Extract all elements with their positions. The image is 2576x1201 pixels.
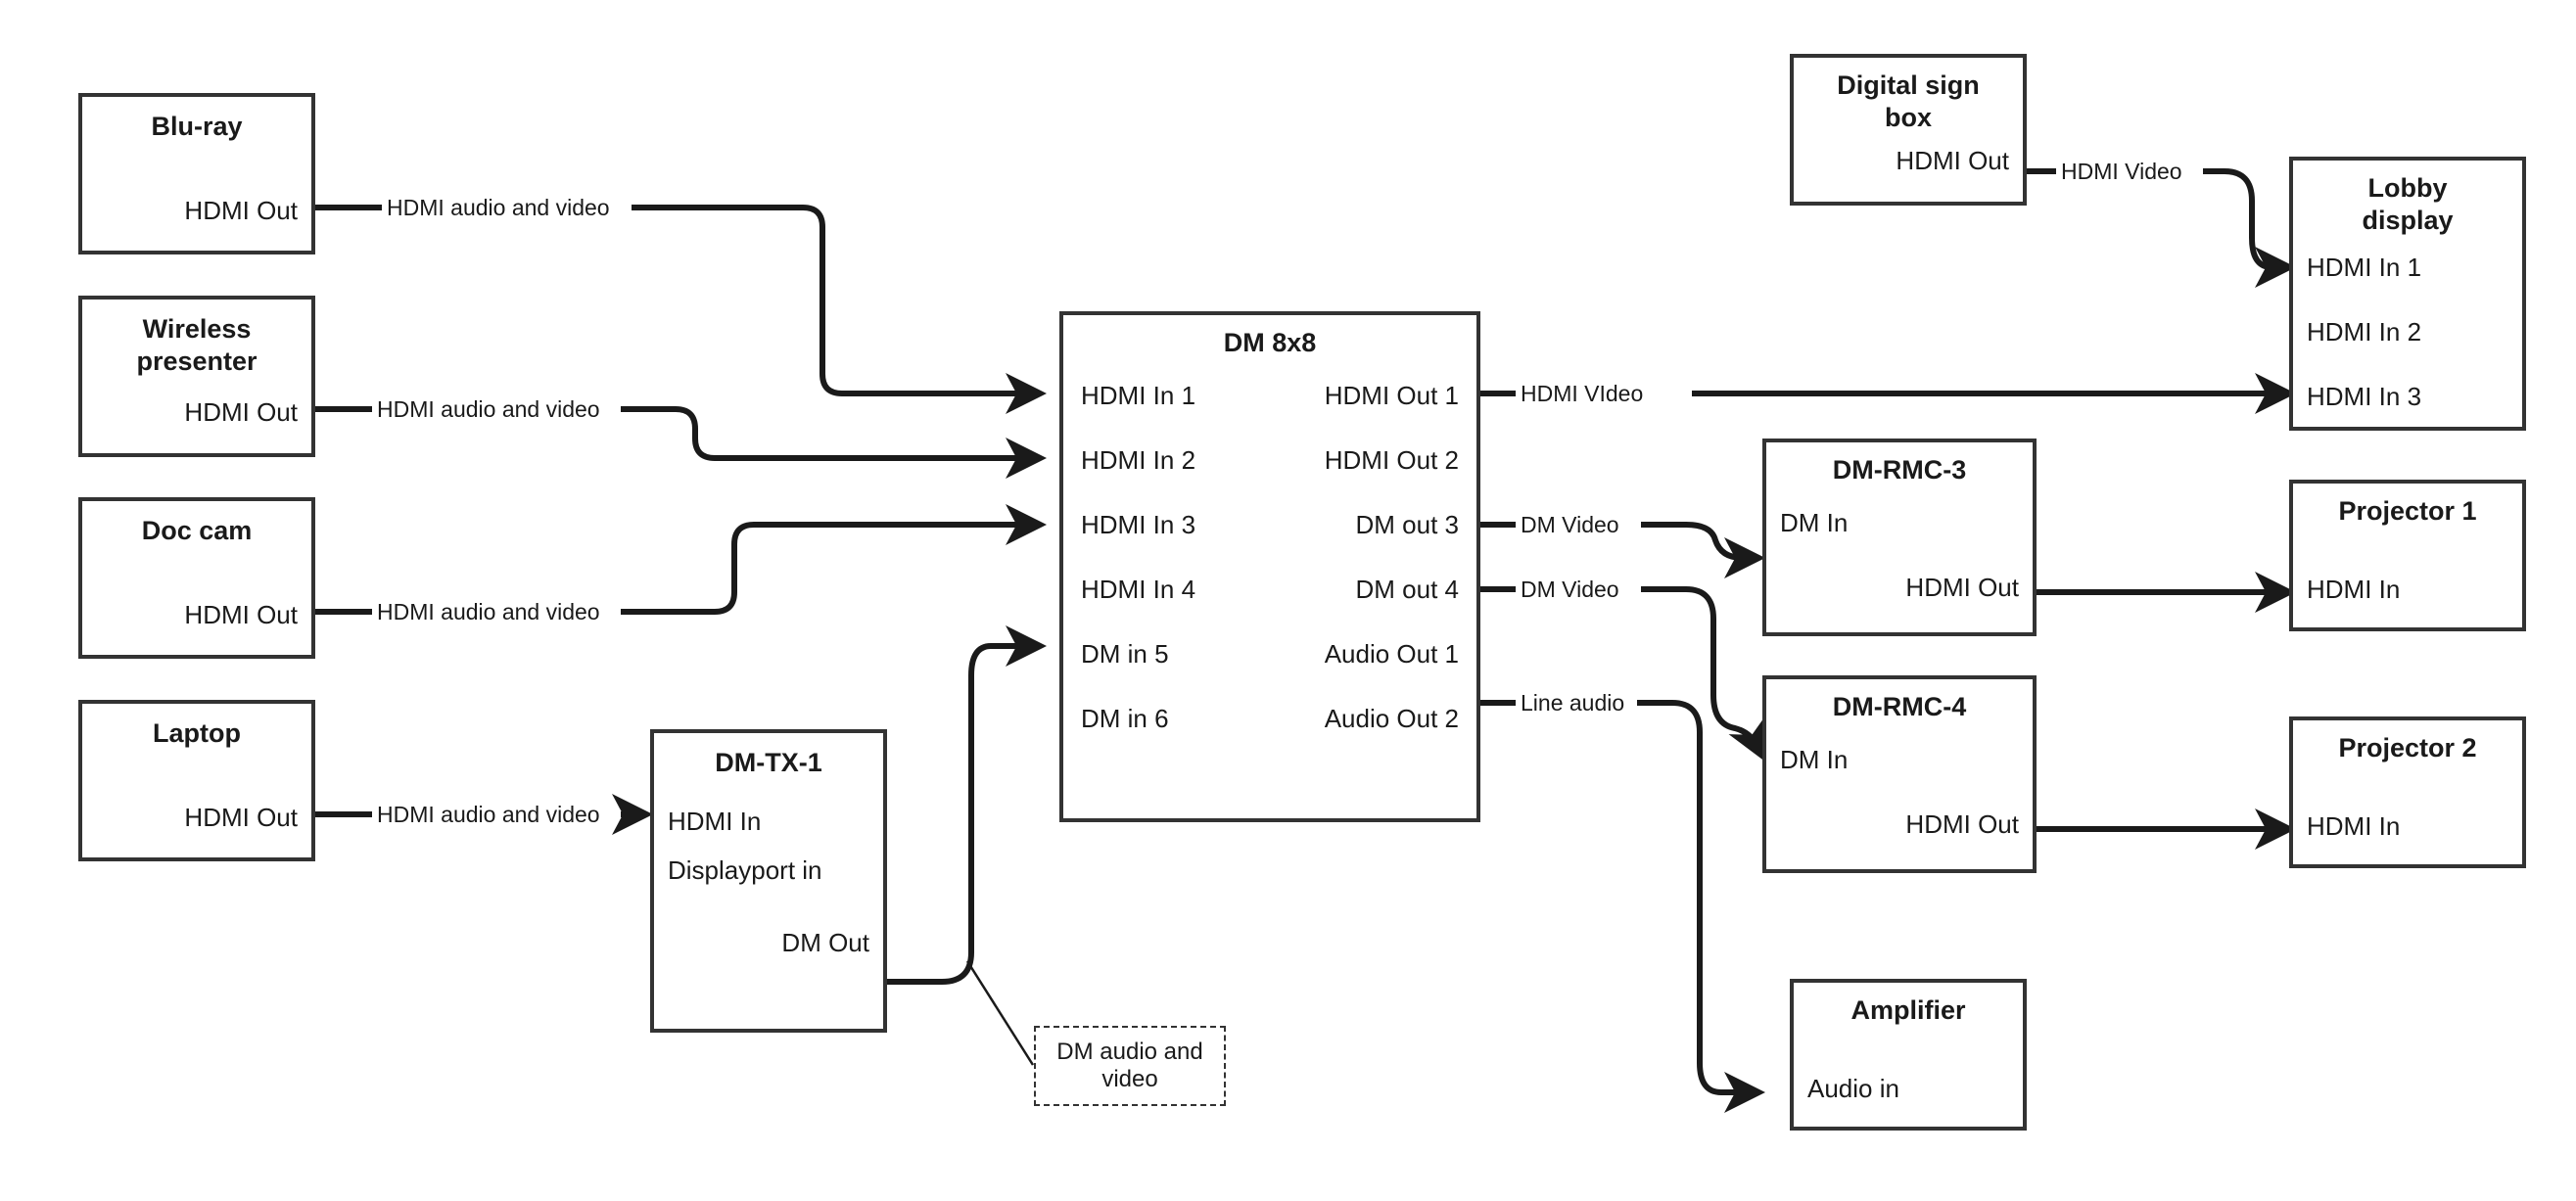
node-digital-sign-box[interactable]: Digital sign box HDMI Out [1790,54,2027,206]
node-wireless-presenter-title-line1: Wireless [142,314,252,344]
wire-label-doccam-to-hdmi-in-3: HDMI audio and video [372,599,605,624]
node-bluray-port-hdmi-out: HDMI Out [184,196,298,225]
node-dm-tx-1-port-dm-out: DM Out [781,928,869,957]
node-dm-tx-1-port-displayport-in: Displayport in [668,855,822,885]
node-doc-cam[interactable]: Doc cam HDMI Out [78,497,315,659]
wire-bluray-to-hdmi-in-1 [315,205,1040,393]
node-dm-rmc-4-port-hdmi-out: HDMI Out [1905,809,2019,839]
node-digital-sign-box-title-line2: box [1884,103,1932,132]
node-dm-8x8-output-dm-out-3: DM out 3 [1355,510,1460,539]
node-dm-8x8-output-dm-out-4: DM out 4 [1355,575,1460,604]
node-dm-8x8-input-hdmi-in-1: HDMI In 1 [1081,381,1196,410]
node-amplifier-port-audio-in: Audio in [1807,1074,1899,1103]
node-dm-8x8-title: DM 8x8 [1223,328,1317,357]
node-lobby-display-title-line2: display [2362,206,2454,235]
node-lobby-display-title-line1: Lobby [2367,173,2448,203]
wire-label-dmout4-to-dmrmc4: DM Video [1516,577,1624,602]
node-wireless-presenter[interactable]: Wireless presenter HDMI Out [78,296,315,457]
node-projector-2-port-hdmi-in: HDMI In [2307,811,2401,841]
wire-label-sign-to-lobby: HDMI Video [2056,159,2187,184]
node-dm-8x8-output-audio-out-2: Audio Out 2 [1324,704,1459,733]
node-dm-8x8-input-dm-in-6: DM in 6 [1081,704,1169,733]
wire-audioout1-to-amplifier [1480,700,1758,1092]
wire-label-wireless-to-hdmi-in-2: HDMI audio and video [372,396,605,422]
node-dm-rmc-4-port-dm-in: DM In [1780,745,1849,774]
node-dm-8x8-input-dm-in-5: DM in 5 [1081,639,1169,669]
node-projector-1-port-hdmi-in: HDMI In [2307,575,2401,604]
annotation-dm-audio-and-video: DM audio and video [1034,1026,1226,1106]
node-projector-1[interactable]: Projector 1 HDMI In [2289,480,2526,631]
node-digital-sign-box-title-line1: Digital sign [1837,70,1980,100]
wire-sign-to-lobby-hdmi-in-1 [2027,168,2289,267]
node-dm-8x8-output-hdmi-out-2: HDMI Out 2 [1324,445,1459,475]
node-projector-2[interactable]: Projector 2 HDMI In [2289,716,2526,868]
node-dm-tx-1-port-hdmi-in: HDMI In [668,807,762,836]
node-dm-tx-1[interactable]: DM-TX-1 HDMI In Displayport in DM Out [650,729,887,1033]
node-dm-8x8-input-hdmi-in-3: HDMI In 3 [1081,510,1196,539]
node-doc-cam-port-hdmi-out: HDMI Out [184,600,298,629]
node-dm-8x8-input-hdmi-in-4: HDMI In 4 [1081,575,1196,604]
node-dm-rmc-4[interactable]: DM-RMC-4 DM In HDMI Out [1762,675,2037,873]
node-laptop-port-hdmi-out: HDMI Out [184,803,298,832]
node-lobby-display-input-hdmi-in-3: HDMI In 3 [2307,382,2422,411]
node-dm-tx-1-title: DM-TX-1 [715,748,822,777]
node-dm-rmc-3-port-dm-in: DM In [1780,508,1849,537]
node-bluray-title: Blu-ray [151,112,243,141]
node-dm-rmc-3-title: DM-RMC-3 [1832,455,1967,485]
leader-line-dm-audio-video [965,960,1035,1066]
node-dm-rmc-4-title: DM-RMC-4 [1832,692,1967,721]
wire-label-audioout1-to-amplifier: Line audio [1516,690,1630,716]
wire-label-bluray-to-hdmi-in-1: HDMI audio and video [382,195,615,220]
node-wireless-presenter-title-line2: presenter [136,346,258,376]
node-amplifier-title: Amplifier [1850,995,1966,1025]
node-dm-rmc-3[interactable]: DM-RMC-3 DM In HDMI Out [1762,439,2037,636]
wire-label-dmout3-to-dmrmc3: DM Video [1516,512,1624,537]
node-dm-rmc-3-port-hdmi-out: HDMI Out [1905,573,2019,602]
node-dm-8x8[interactable]: DM 8x8 HDMI In 1 HDMI In 2 HDMI In 3 HDM… [1059,311,1480,822]
node-laptop-title: Laptop [153,718,241,748]
wire-dmtx1-to-dm-in-5 [887,625,1047,985]
node-digital-sign-box-port-hdmi-out: HDMI Out [1896,146,2009,175]
node-bluray[interactable]: Blu-ray HDMI Out [78,93,315,254]
node-amplifier[interactable]: Amplifier Audio in [1790,979,2027,1131]
node-dm-8x8-output-audio-out-1: Audio Out 1 [1324,639,1459,669]
node-projector-2-title: Projector 2 [2338,733,2477,762]
wire-label-hdmiout1-to-lobby: HDMI VIdeo [1516,381,1649,406]
node-doc-cam-title: Doc cam [141,516,253,545]
node-projector-1-title: Projector 1 [2338,496,2477,526]
node-laptop[interactable]: Laptop HDMI Out [78,700,315,861]
node-lobby-display-input-hdmi-in-1: HDMI In 1 [2307,253,2422,282]
node-lobby-display-input-hdmi-in-2: HDMI In 2 [2307,317,2422,346]
node-dm-8x8-input-hdmi-in-2: HDMI In 2 [1081,445,1196,475]
node-lobby-display[interactable]: Lobby display HDMI In 1 HDMI In 2 HDMI I… [2289,157,2526,431]
node-wireless-presenter-port-hdmi-out: HDMI Out [184,397,298,427]
wire-label-laptop-to-dmtx1: HDMI audio and video [372,802,605,827]
node-dm-8x8-output-hdmi-out-1: HDMI Out 1 [1324,381,1459,410]
wire-dmout4-to-dmrmc4 [1480,586,1762,756]
